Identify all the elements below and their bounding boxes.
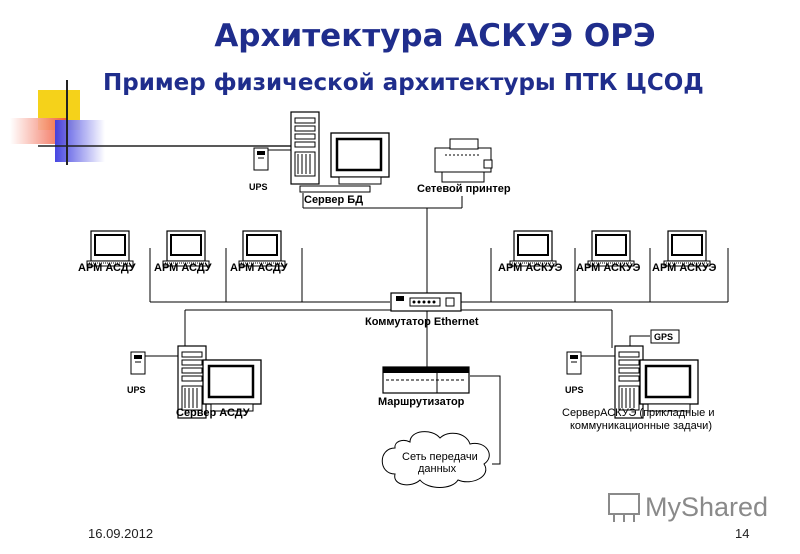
watermark-text: MyShared xyxy=(645,492,768,522)
router-label: Маршрутизатор xyxy=(378,396,465,408)
arm-asdu-2-monitor-icon xyxy=(162,230,210,267)
cloud-label-line1: Сеть передачи xyxy=(402,451,478,463)
ethernet-switch-icon xyxy=(390,292,462,312)
arm-askue-2-monitor-icon xyxy=(587,230,635,267)
ethernet-switch-label: Коммутатор Ethernet xyxy=(365,316,479,328)
router-icon xyxy=(382,366,470,394)
watermark-logo-icon xyxy=(608,493,640,522)
server-askue-label-line2: коммуникационные задачи) xyxy=(570,420,712,432)
server-askue-label-line1: СерверАСКУЭ (прикладные и xyxy=(562,407,715,419)
link-router-cloud xyxy=(470,375,501,465)
arm-asdu-1-label: АРМ АСДУ xyxy=(78,262,136,274)
printer-icon xyxy=(434,138,493,183)
slide-date: 16.09.2012 xyxy=(88,526,154,541)
server-db-tower-icon xyxy=(290,111,320,185)
slide-subtitle: Пример физической архитектуры ПТК ЦСОД xyxy=(103,70,704,96)
arm-asdu-2-label: АРМ АСДУ xyxy=(154,262,212,274)
arm-asdu-3-monitor-icon xyxy=(238,230,286,267)
gps-label: GPS xyxy=(654,332,673,342)
slide-title: Архитектура АСКУЭ ОРЭ xyxy=(214,18,656,54)
ups-left-label: UPS xyxy=(127,385,146,395)
link-gps xyxy=(629,335,650,350)
arm-askue-1-monitor-icon xyxy=(509,230,557,267)
gps-box xyxy=(650,329,680,344)
watermark: MyShared xyxy=(608,492,768,522)
arm-askue-3-label: АРМ АСКУЭ xyxy=(652,262,717,274)
server-asdu-monitor-icon xyxy=(201,358,263,413)
cloud-label-line2: данных xyxy=(418,463,457,475)
arm-asdu-3-label: АРМ АСДУ xyxy=(230,262,288,274)
data-network-cloud-icon xyxy=(381,431,490,488)
corner-decoration xyxy=(10,80,300,165)
ups-icon-right xyxy=(566,351,582,375)
printer-label: Сетевой принтер xyxy=(417,183,511,195)
ups-icon-top xyxy=(253,147,269,171)
ups-icon-left xyxy=(130,351,146,375)
ups-top-label: UPS xyxy=(249,182,268,192)
arm-asdu-1-monitor-icon xyxy=(86,230,134,267)
arm-askue-1-label: АРМ АСКУЭ xyxy=(498,262,563,274)
network-links xyxy=(145,149,729,465)
arm-askue-2-label: АРМ АСКУЭ xyxy=(576,262,641,274)
ups-right-label: UPS xyxy=(565,385,584,395)
slide-page-number: 14 xyxy=(735,526,750,541)
arm-askue-3-monitor-icon xyxy=(663,230,711,267)
server-asdu-label: Сервер АСДУ xyxy=(176,407,250,419)
server-db-monitor-icon xyxy=(329,131,391,186)
server-db-label: Сервер БД xyxy=(304,194,363,206)
server-askue-monitor-icon xyxy=(638,358,700,413)
server-db-keyboard-icon xyxy=(299,185,371,193)
